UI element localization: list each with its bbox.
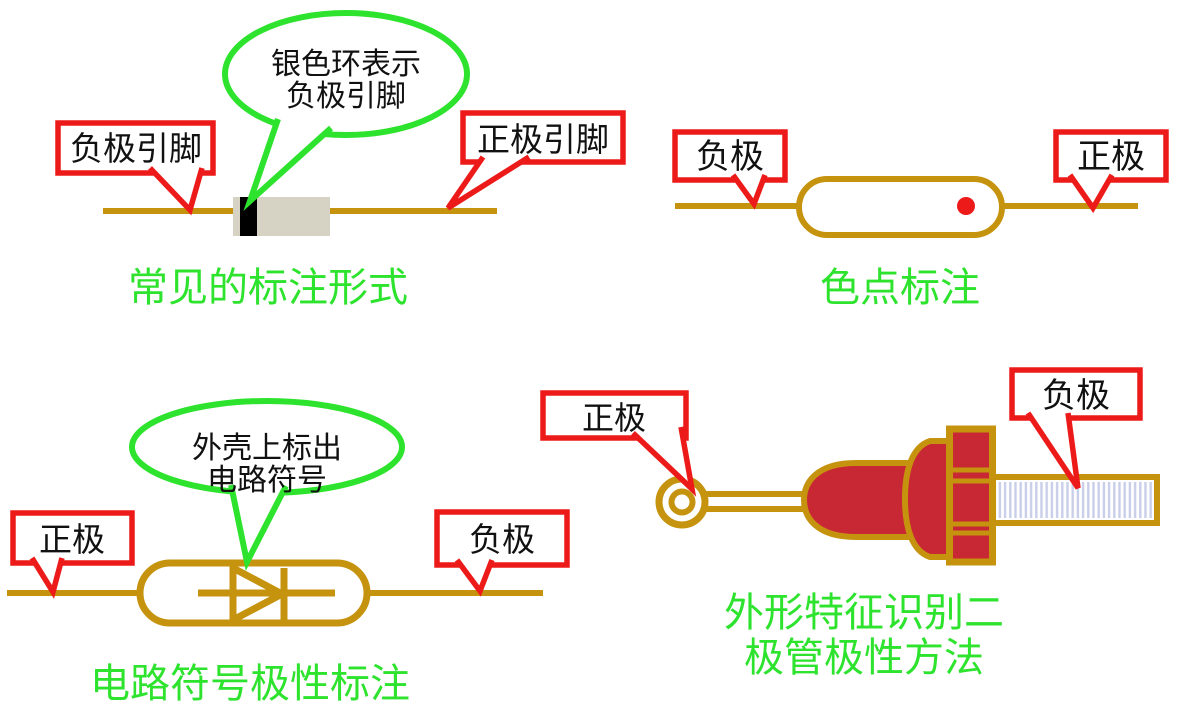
callout-positive-tail [445, 154, 531, 211]
callout-positive-tail [1067, 173, 1115, 214]
positive-lead-label: 正极引脚 [477, 122, 609, 159]
bubble-text-line1: 银色环表示 [271, 48, 421, 81]
panel-dot-marking: 负极 正极 色点标注 [672, 129, 1169, 310]
callout-negative [1009, 367, 1143, 421]
hex-nut [946, 425, 996, 566]
diode-symbol-triangle [229, 562, 290, 626]
diode-glass-body [796, 176, 1005, 238]
panel-shape-method: 正极 负极 外形特征识别二 极管极性方法 [540, 367, 1160, 680]
bubble-text-line1: 外壳上标出 [192, 432, 342, 465]
panel-caption: 色点标注 [820, 265, 980, 310]
callout-negative-tail [148, 166, 205, 216]
callout-negative-tail [1025, 411, 1081, 490]
callout-positive [10, 510, 135, 566]
callout-positive-lead [460, 110, 626, 165]
callout-negative-tail [730, 173, 768, 210]
callout-negative [434, 509, 570, 568]
stud-threads [992, 482, 1154, 518]
negative-lead-label: 负极引脚 [70, 131, 202, 168]
mounting-flange [901, 438, 954, 560]
polarity-dot [957, 197, 975, 215]
speech-bubble-tail [243, 118, 334, 211]
callout-positive-tail [29, 556, 65, 599]
positive-label: 正极 [39, 522, 105, 559]
positive-label: 正极 [1077, 138, 1145, 176]
bubble-text-line2: 负极引脚 [286, 80, 406, 113]
ring-terminal-hole [668, 488, 696, 516]
callout-negative-lead [55, 120, 216, 176]
panel-common-marking: 银色环表示 负极引脚 负极引脚 正极引脚 常见的标注形式 [55, 10, 626, 310]
negative-label: 负极 [469, 522, 535, 559]
callout-negative [672, 129, 788, 183]
callout-positive [1053, 129, 1169, 183]
negative-label: 负极 [696, 138, 764, 176]
cathode-band [240, 197, 257, 236]
panel-caption-line2: 极管极性方法 [744, 635, 984, 680]
bubble-text-line2: 电路符号 [207, 464, 327, 497]
positive-label: 正极 [582, 400, 646, 436]
callout-positive-tail [631, 426, 697, 497]
panel-symbol-marking: 外壳上标出 电路符号 正极 负极 电路符号极性标注 [7, 398, 570, 706]
panel-caption: 常见的标注形式 [128, 265, 408, 310]
panel-caption: 电路符号极性标注 [90, 661, 410, 706]
callout-negative-tail [454, 558, 495, 597]
speech-bubble [222, 10, 470, 138]
diode-body-nose [800, 460, 915, 540]
speech-bubble-tail [228, 484, 289, 571]
flat-lead [699, 491, 817, 512]
negative-label: 负极 [1042, 377, 1110, 415]
panel-caption-line1: 外形特征识别二 [724, 590, 1004, 635]
